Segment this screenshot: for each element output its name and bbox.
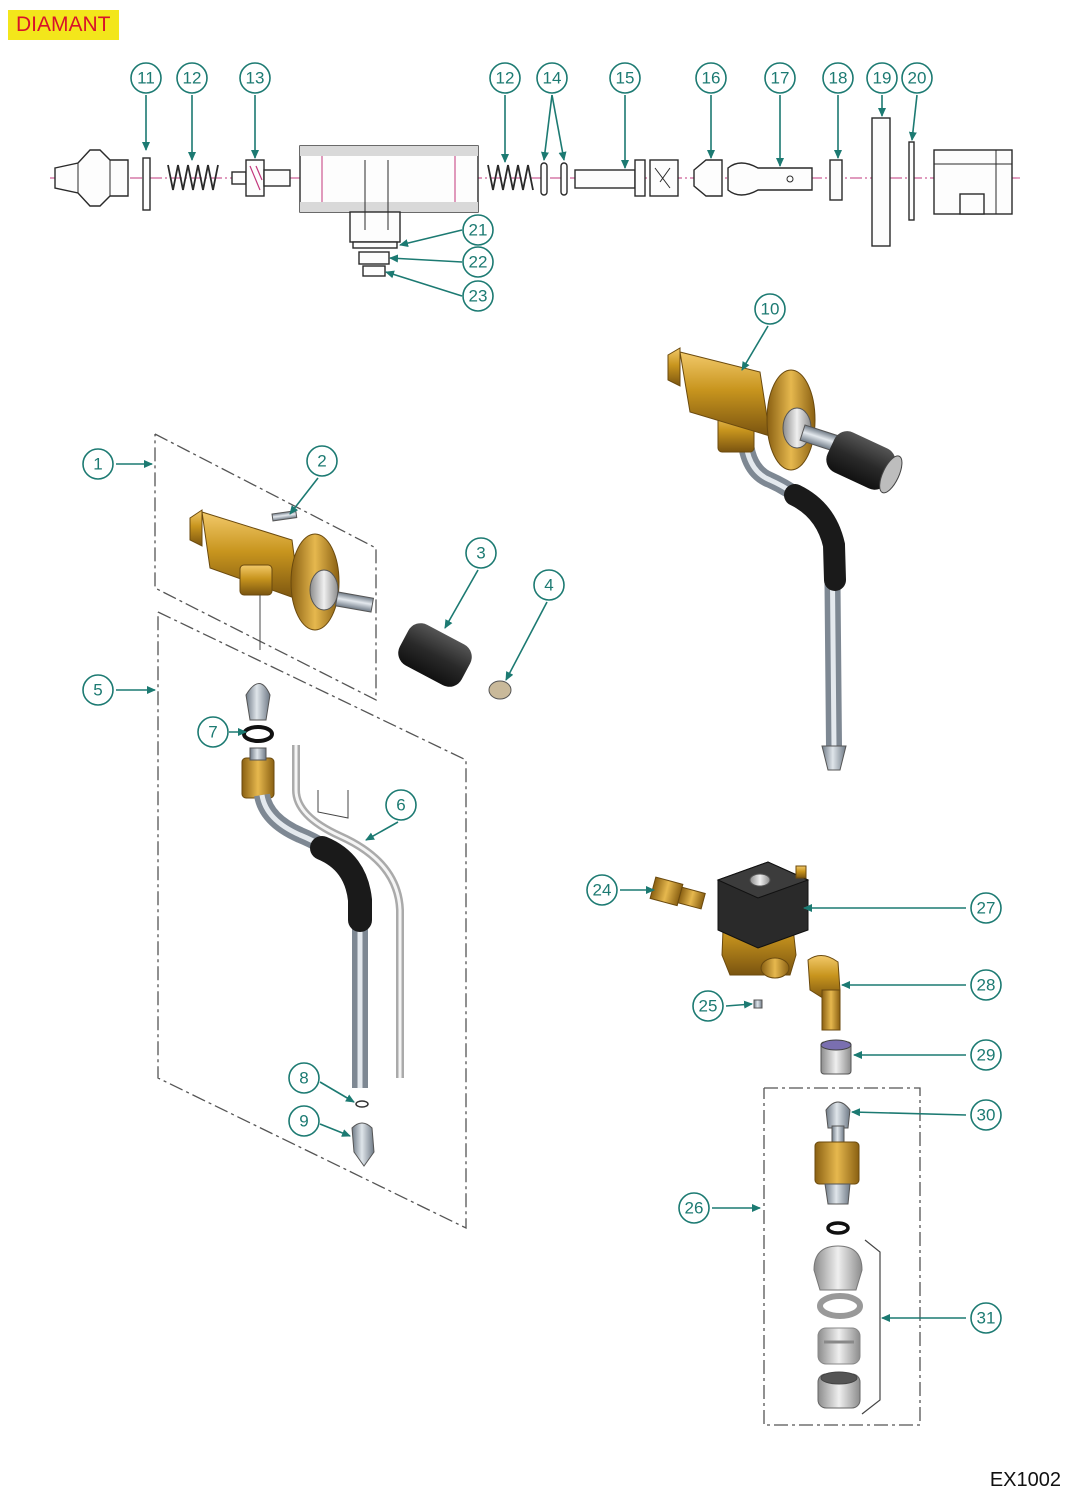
svg-text:25: 25 bbox=[699, 997, 718, 1016]
callout-27: 27 bbox=[970, 892, 1002, 924]
bush-18-drawing bbox=[829, 159, 843, 201]
svg-text:7: 7 bbox=[208, 723, 217, 742]
plate-19-drawing bbox=[871, 117, 891, 247]
svg-text:19: 19 bbox=[873, 69, 892, 88]
svg-text:2: 2 bbox=[317, 452, 326, 471]
svg-text:29: 29 bbox=[977, 1046, 996, 1065]
callout-29: 29 bbox=[970, 1039, 1002, 1071]
svg-text:18: 18 bbox=[829, 69, 848, 88]
svg-text:8: 8 bbox=[299, 1069, 308, 1088]
svg-text:15: 15 bbox=[616, 69, 635, 88]
callout-13: 13 bbox=[239, 62, 271, 94]
assembly-1-drawing bbox=[154, 433, 377, 702]
callout-7: 7 bbox=[197, 716, 229, 748]
callout-2: 2 bbox=[306, 445, 338, 477]
svg-text:22: 22 bbox=[469, 253, 488, 272]
nozzle-23-drawing bbox=[362, 265, 386, 277]
svg-text:17: 17 bbox=[771, 69, 790, 88]
valve-body-drawing bbox=[299, 145, 479, 243]
svg-text:21: 21 bbox=[469, 221, 488, 240]
grip-3-drawing bbox=[398, 623, 472, 687]
callout-28: 28 bbox=[970, 969, 1002, 1001]
oring-14b-drawing bbox=[560, 162, 568, 196]
seal-16-drawing bbox=[693, 159, 723, 197]
callout-19: 19 bbox=[866, 62, 898, 94]
callout-20: 20 bbox=[901, 62, 933, 94]
svg-text:20: 20 bbox=[908, 69, 927, 88]
piston-15-drawing bbox=[574, 159, 679, 197]
callout-10: 10 bbox=[754, 293, 786, 325]
assembly-5-drawing bbox=[157, 611, 467, 1230]
svg-text:5: 5 bbox=[93, 681, 102, 700]
callout-16: 16 bbox=[695, 62, 727, 94]
leader-lines bbox=[116, 94, 967, 1322]
svg-text:28: 28 bbox=[977, 976, 996, 995]
svg-text:10: 10 bbox=[761, 300, 780, 319]
callout-14: 14 bbox=[536, 62, 568, 94]
filter-4-drawing bbox=[488, 680, 512, 700]
assembly-26-drawing bbox=[763, 1087, 921, 1426]
knob-housing-drawing bbox=[933, 149, 1013, 215]
svg-text:4: 4 bbox=[544, 576, 553, 595]
callout-8: 8 bbox=[288, 1062, 320, 1094]
callout-26: 26 bbox=[678, 1192, 710, 1224]
svg-text:30: 30 bbox=[977, 1106, 996, 1125]
brand-label: DIAMANT bbox=[8, 10, 119, 40]
callout-12-left: 12 bbox=[176, 62, 208, 94]
svg-text:1: 1 bbox=[93, 455, 102, 474]
svg-text:23: 23 bbox=[469, 287, 488, 306]
callout-3: 3 bbox=[465, 537, 497, 569]
callout-1: 1 bbox=[82, 448, 114, 480]
callout-15: 15 bbox=[609, 62, 641, 94]
callout-4: 4 bbox=[533, 569, 565, 601]
svg-text:12: 12 bbox=[183, 69, 202, 88]
callout-5: 5 bbox=[82, 674, 114, 706]
callout-25: 25 bbox=[692, 990, 724, 1022]
svg-text:6: 6 bbox=[396, 796, 405, 815]
washer-21-drawing bbox=[352, 241, 398, 249]
callout-9: 9 bbox=[288, 1105, 320, 1137]
svg-text:12: 12 bbox=[496, 69, 515, 88]
oring-14a-drawing bbox=[540, 162, 548, 196]
callout-30: 30 bbox=[970, 1099, 1002, 1131]
spring-12-right-drawing bbox=[487, 164, 534, 191]
callout-31: 31 bbox=[970, 1302, 1002, 1334]
svg-text:9: 9 bbox=[299, 1112, 308, 1131]
svg-text:24: 24 bbox=[593, 881, 612, 900]
svg-text:31: 31 bbox=[977, 1309, 996, 1328]
callout-12-right: 12 bbox=[489, 62, 521, 94]
shaft-17-drawing bbox=[727, 162, 813, 196]
svg-text:13: 13 bbox=[246, 69, 265, 88]
inlet-fitting-drawing bbox=[54, 149, 129, 207]
callout-24: 24 bbox=[586, 874, 618, 906]
svg-text:11: 11 bbox=[137, 69, 155, 88]
callout-18: 18 bbox=[822, 62, 854, 94]
solenoid-group-drawing bbox=[649, 861, 852, 1075]
valve-disc-13-drawing bbox=[231, 159, 291, 197]
svg-text:14: 14 bbox=[543, 69, 562, 88]
washer-11-drawing bbox=[142, 157, 151, 211]
assembly-10-drawing bbox=[667, 347, 903, 771]
sectional-view bbox=[50, 117, 1020, 277]
filter-22-drawing bbox=[358, 251, 390, 265]
spring-12-left-drawing bbox=[167, 164, 219, 191]
callout-6: 6 bbox=[385, 789, 417, 821]
gasket-20-drawing bbox=[908, 141, 915, 221]
svg-text:27: 27 bbox=[977, 899, 996, 918]
svg-text:16: 16 bbox=[702, 69, 721, 88]
callout-22: 22 bbox=[462, 246, 494, 278]
callout-21: 21 bbox=[462, 214, 494, 246]
drawing-code: EX1002 bbox=[989, 1469, 1061, 1491]
svg-text:26: 26 bbox=[685, 1199, 704, 1218]
callout-11: 11 bbox=[130, 62, 162, 94]
svg-text:3: 3 bbox=[476, 544, 485, 563]
callout-17: 17 bbox=[764, 62, 796, 94]
callout-23: 23 bbox=[462, 280, 494, 312]
